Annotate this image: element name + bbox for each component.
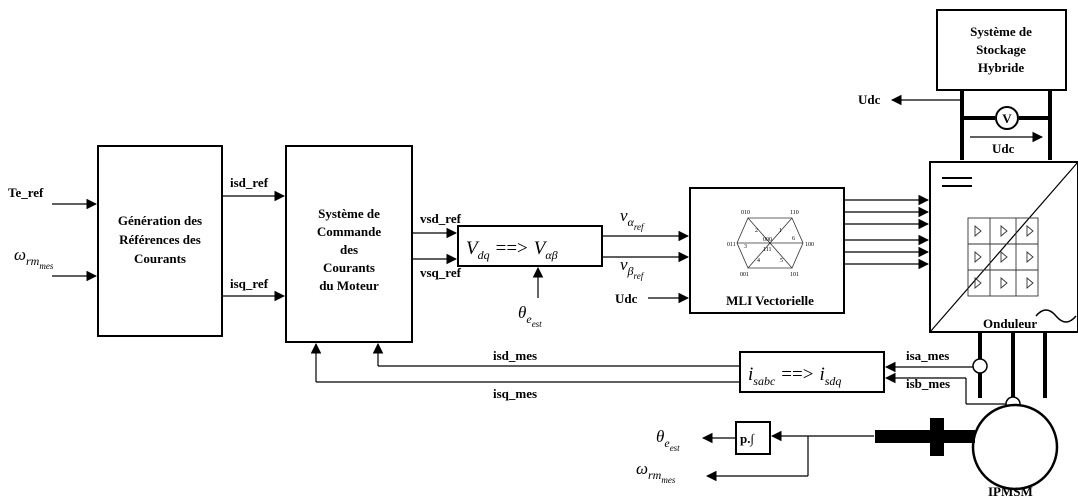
vsd-ref-label: vsd_ref: [420, 211, 462, 226]
commande-block: [285, 145, 413, 343]
vector-label-110: 110: [790, 210, 799, 216]
stockage-block: [936, 9, 1067, 91]
dc-symbol-icon: [942, 177, 972, 187]
voltmeter-icon: [995, 106, 1019, 130]
vector-label-100: 100: [805, 242, 814, 248]
v-alpha-label: vαref: [620, 206, 645, 232]
transform-abc-block: [739, 351, 885, 393]
voltmeter-label: V: [1002, 111, 1012, 126]
integrator-block: [735, 421, 771, 455]
mli-block: [689, 187, 845, 314]
udc-mli-label: Udc: [615, 291, 638, 306]
sector-label-2: 2: [755, 228, 758, 234]
encoder-icon: [930, 418, 944, 456]
theta-out-label: θeest: [656, 427, 680, 453]
isb-mes-label: isb_mes: [906, 376, 950, 391]
vector-label-001: 001: [740, 272, 749, 278]
motor-icon: [971, 403, 1059, 491]
transform-dq-block: [457, 225, 603, 267]
onduleur-label: Onduleur: [983, 316, 1037, 331]
pwm-outputs: [844, 194, 930, 270]
isa-mes-label: isa_mes: [906, 348, 949, 363]
generation-line-1: Génération des: [118, 213, 202, 228]
commande-line-4: Courants: [323, 260, 375, 275]
sector-label-5: 5: [780, 258, 783, 264]
vector-label-101: 101: [790, 272, 799, 278]
te-ref-label: Te_ref: [8, 185, 44, 200]
onduleur-diagonal: [929, 161, 1078, 333]
switch-bridge-icon: [967, 217, 1039, 297]
hexagon-outline: [736, 217, 804, 269]
commande-line-3: des: [340, 242, 358, 257]
generation-line-3: Courants: [134, 251, 186, 266]
udc-out-label: Udc: [858, 92, 881, 107]
stockage-line-3: Hybride: [978, 60, 1024, 75]
vector-label-011: 011: [727, 242, 736, 248]
omega-in-label: ωrmmes: [14, 245, 54, 271]
integrator-label: p.∫: [740, 431, 755, 447]
commande-line-2: Commande: [317, 224, 382, 239]
sector-label-1: 1: [779, 228, 782, 234]
vector-label-010: 010: [741, 210, 750, 216]
isq-ref-label: isq_ref: [230, 276, 269, 291]
motor-label: IPMSM: [988, 484, 1033, 498]
commande-line-1: Système de: [318, 206, 380, 221]
isd-mes-label: isd_mes: [493, 348, 537, 363]
generation-line-2: Références des: [119, 232, 201, 247]
mli-label: MLI Vectorielle: [726, 293, 814, 308]
phase-lines: [978, 332, 1047, 398]
ac-symbol-icon: [1035, 309, 1077, 323]
transform-abc-label: isabc==>isdq: [748, 364, 841, 388]
omega-out-label: ωrmmes: [636, 459, 676, 485]
sector-label-3: 3: [744, 244, 747, 250]
svpwm-hexagon: [736, 217, 804, 269]
v-beta-label: vβref: [620, 255, 645, 281]
sensor-a-icon: [972, 358, 988, 374]
transform-dq-label: Vdq==>Vαβ: [466, 238, 558, 262]
commande-line-5: du Moteur: [319, 278, 379, 293]
isd-ref-label: isd_ref: [230, 175, 269, 190]
isq-mes-label: isq_mes: [493, 386, 537, 401]
shaft-icon: [875, 430, 975, 443]
sector-label-4: 4: [757, 258, 760, 264]
theta-in-label: θeest: [518, 303, 542, 329]
zero-vector-000: 000: [763, 237, 772, 243]
udc-dc-label: Udc: [992, 141, 1015, 156]
vsq-ref-label: vsq_ref: [420, 265, 462, 280]
zero-vector-111: 111: [763, 247, 772, 253]
sector-label-6: 6: [792, 236, 795, 242]
generation-block: [97, 145, 223, 337]
stockage-line-2: Stockage: [976, 42, 1026, 57]
stockage-line-1: Système de: [970, 24, 1032, 39]
dc-link: [960, 90, 1052, 160]
